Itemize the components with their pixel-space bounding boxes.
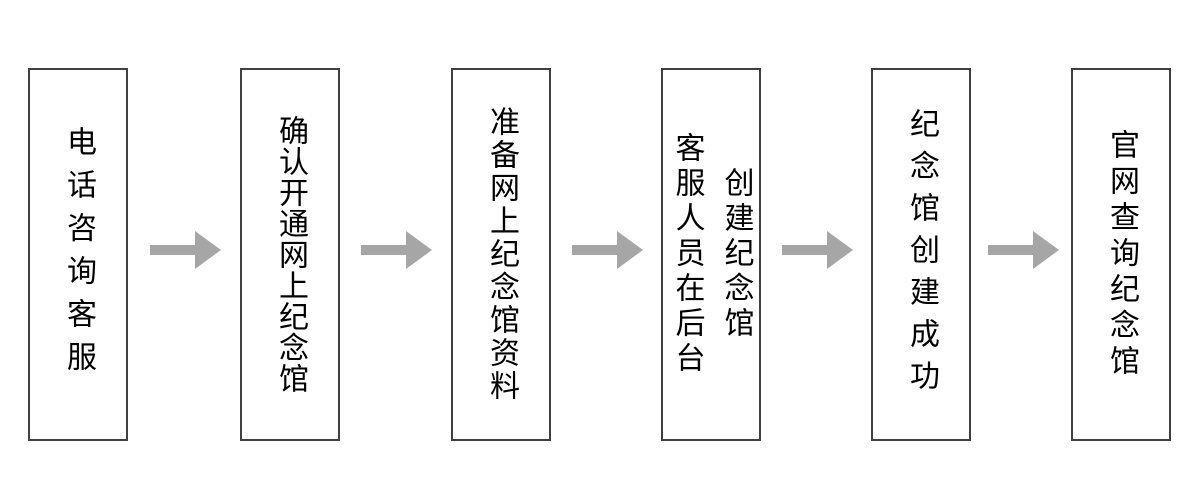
step-3-box: 准备网上纪念馆资料 xyxy=(451,68,551,441)
step-3-label: 准备网上纪念馆资料 xyxy=(485,106,518,403)
step-6-label: 官网查询纪念馆 xyxy=(1105,128,1138,381)
step-4-box: 客服人员在后台 创建纪念馆 xyxy=(661,68,761,441)
right-arrow-icon xyxy=(572,230,644,270)
step-5-box: 纪念馆创建成功 xyxy=(871,68,971,441)
step-2-label: 确认开通网上纪念馆 xyxy=(274,115,307,394)
right-arrow-icon xyxy=(361,230,433,270)
step-2-box: 确认开通网上纪念馆 xyxy=(240,68,340,441)
step-1-label: 电话咨询客服 xyxy=(62,125,95,384)
step-1-box: 电话咨询客服 xyxy=(28,68,128,441)
right-arrow-icon xyxy=(150,230,222,270)
step-5-label: 纪念馆创建成功 xyxy=(905,107,938,402)
step-4-label-line-1: 客服人员在后台 xyxy=(670,132,704,377)
right-arrow-icon xyxy=(782,230,854,270)
step-4-label-line-2: 创建纪念馆 xyxy=(719,167,753,342)
right-arrow-icon xyxy=(988,230,1060,270)
step-6-box: 官网查询纪念馆 xyxy=(1071,68,1171,441)
